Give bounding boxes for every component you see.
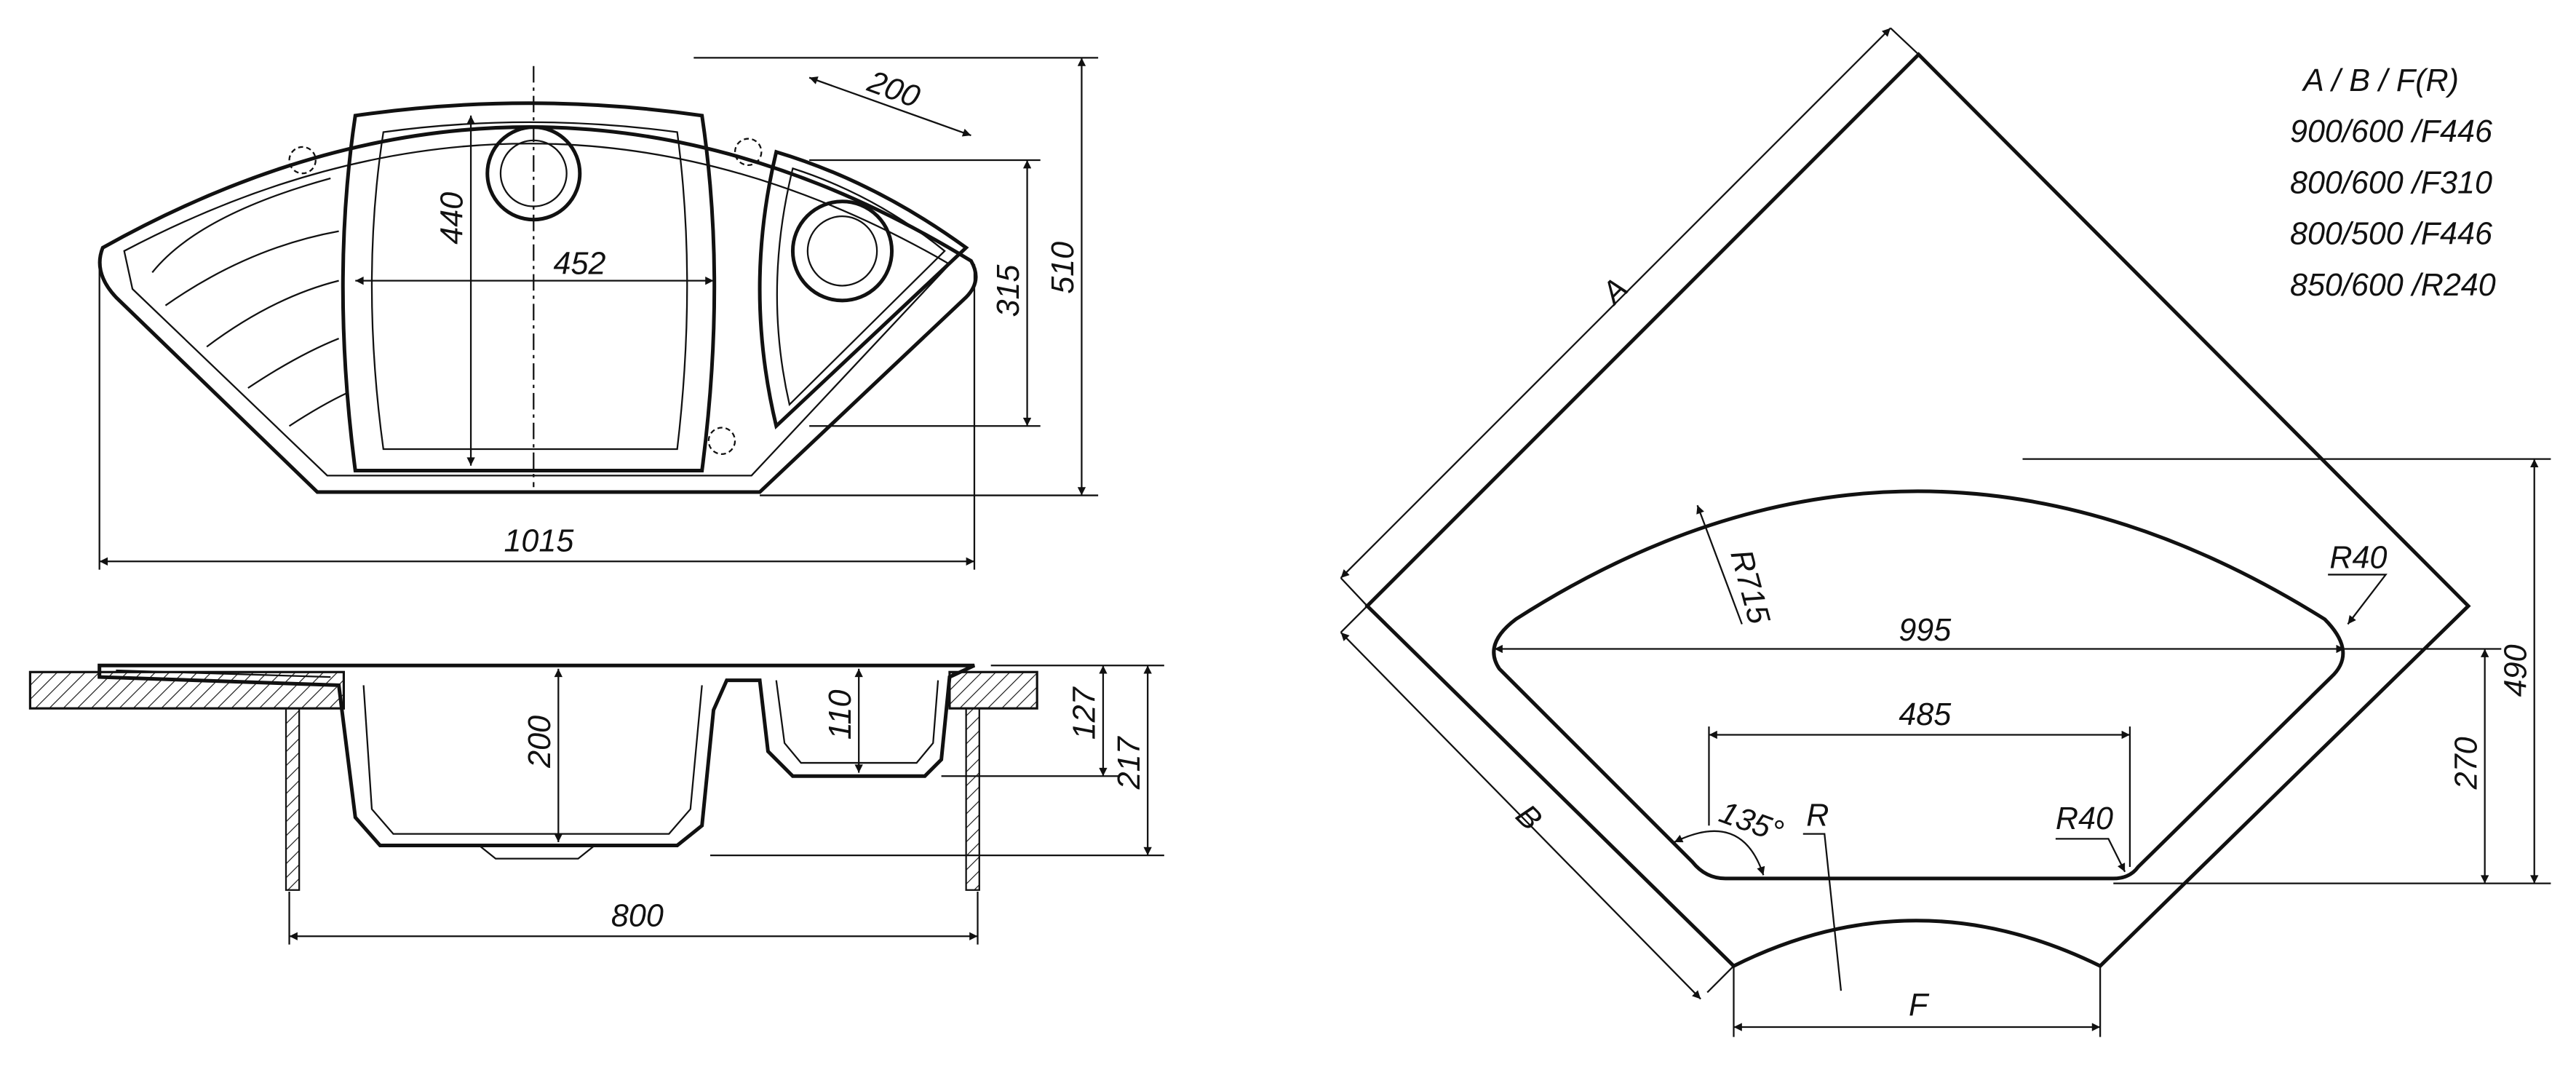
size-table-header: A / B / F(R): [2301, 63, 2459, 98]
label-B: B: [1509, 798, 1549, 837]
dim-440: 440: [435, 192, 470, 245]
size-table-row: 800/600 /F310: [2290, 165, 2492, 200]
dim-110: 110: [823, 690, 858, 740]
dim-217: 217: [1112, 735, 1147, 790]
dim-270: 270: [2449, 737, 2484, 790]
sink-top-view: 200 440 452 315 510 1015: [98, 57, 1099, 570]
dim-1015: 1015: [504, 524, 574, 559]
size-table-row: 900/600 /F446: [2290, 114, 2492, 149]
dim-800: 800: [611, 899, 664, 934]
size-table-row: 800/500 /F446: [2290, 217, 2492, 252]
label-angle-135: 135°: [1714, 795, 1787, 850]
size-table: A / B / F(R) 900/600 /F446 800/600 /F310…: [2290, 63, 2496, 303]
dim-127: 127: [1068, 686, 1102, 740]
label-R40-bottom: R40: [2056, 801, 2113, 836]
dim-200-depth: 200: [522, 716, 557, 769]
label-R715: R715: [1723, 546, 1776, 628]
label-A: A: [1594, 271, 1634, 312]
drain-small-icon: [790, 199, 894, 303]
tap-hole-icon: [707, 427, 736, 455]
tap-hole-icon: [288, 146, 317, 175]
label-R: R: [1806, 798, 1829, 833]
label-F: F: [1909, 988, 1930, 1023]
dim-995: 995: [1899, 613, 1952, 648]
sink-section-view: 200 110 127 217 800: [28, 663, 1164, 945]
dim-200-top: 200: [862, 64, 924, 115]
dim-510: 510: [1046, 242, 1081, 294]
size-table-row: 850/600 /R240: [2290, 268, 2496, 303]
tap-hole-icon: [734, 138, 763, 166]
dim-315: 315: [991, 264, 1026, 317]
dim-490: 490: [2498, 644, 2533, 697]
dim-452: 452: [554, 247, 606, 282]
label-R40-top: R40: [2329, 540, 2387, 575]
dim-485: 485: [1899, 697, 1952, 732]
